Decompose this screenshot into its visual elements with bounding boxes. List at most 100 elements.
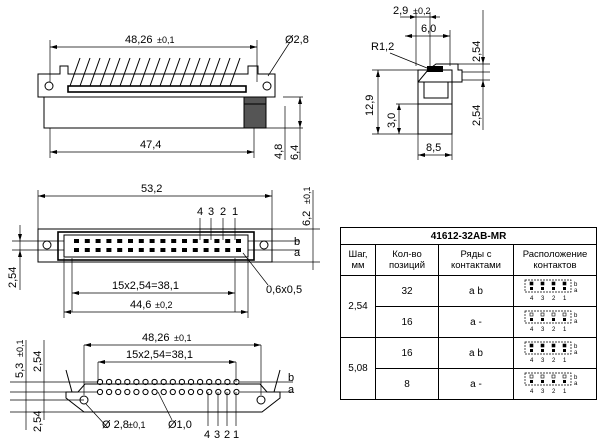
pcb-dim-254-a: 2,54: [32, 351, 44, 372]
pcb-dim-hole-tol: ±0,1: [128, 420, 145, 430]
pcb-hole-a: [96, 388, 104, 396]
side-dim-radius: R1,2: [371, 41, 394, 53]
pcb-dim-53-tol: ±0,1: [15, 340, 25, 357]
mini-pin-number: 4: [530, 358, 534, 364]
front-row-a: a: [294, 247, 301, 259]
side-dim-254-bottom: 2,54: [471, 105, 483, 126]
mini-pin-a: [541, 348, 544, 352]
mini-row-b: b: [574, 375, 578, 381]
table-cell-rows-2: a -: [438, 306, 514, 338]
mini-row-a: a: [574, 288, 578, 294]
front-dim-62: 6,2: [301, 211, 313, 226]
contact-pin-b: [128, 239, 133, 243]
pcb-hole-b: [224, 378, 231, 386]
pcb-pin-4: 4: [204, 429, 210, 440]
contact-pin-b: [84, 239, 90, 243]
contact-pin-b: [95, 239, 101, 243]
pcb-hole-b: [187, 378, 195, 386]
front-dim-254-left: 2,54: [7, 267, 19, 288]
mini-pin-b: [551, 343, 556, 347]
mini-pin-number: 1: [563, 389, 567, 395]
mini-pin-number: 1: [563, 296, 567, 302]
contact-pin-a: [192, 248, 198, 252]
mini-pin-a: [530, 348, 533, 352]
contact-pin-a: [236, 248, 241, 252]
table-header-layout: Расположение контактов: [513, 244, 597, 276]
mini-row-a: a: [574, 350, 578, 356]
pcb-hole-a: [160, 388, 167, 396]
pcb-hole-a: [233, 388, 240, 396]
pcb-row-b: b: [288, 372, 294, 384]
side-dim-top-tol: ±0,2: [413, 6, 430, 16]
mini-pin-b: [562, 281, 567, 285]
pcb-hole-b: [124, 378, 131, 386]
pcb-pin-2: 2: [224, 429, 230, 440]
mini-pin-number: 3: [541, 296, 545, 302]
pcb-hole-b: [151, 378, 158, 386]
mini-outline: [524, 310, 572, 323]
table-cell-count-4: 8: [375, 368, 439, 400]
table-cell-rows-4: a -: [438, 368, 514, 400]
pcb-hole-b: [133, 378, 140, 386]
mini-pin-b: [529, 281, 534, 285]
contact-pin-b: [192, 239, 198, 243]
front-dim-532: 53,2: [141, 183, 162, 195]
pcb-hole-b: [115, 378, 122, 386]
contact-pin-b: [171, 239, 177, 243]
mini-pin-b: [529, 312, 534, 316]
mini-pin-number: 2: [552, 327, 556, 333]
contact-pin-b: [236, 239, 241, 243]
pcb-pin-1: 1: [233, 429, 239, 440]
contact-pin-a: [149, 248, 155, 252]
mini-pin-a: [563, 379, 566, 383]
contact-pin-b: [160, 239, 166, 243]
side-dim-129: 12,9: [364, 95, 376, 116]
contact-pin-b: [214, 239, 220, 243]
contact-pin-a: [84, 248, 90, 252]
table-header-pitch: Шаг, мм: [340, 244, 376, 276]
contact-pin-a: [74, 248, 79, 252]
front-dim-pin: 0,6x0,5: [266, 284, 302, 296]
pcb-hole-a: [206, 388, 213, 396]
side-dim-6: 6,0: [421, 23, 436, 35]
contact-pin-a: [203, 248, 209, 252]
mini-pin-number: 1: [563, 358, 567, 364]
top-dim-width-tol: ±0,1: [157, 35, 174, 45]
mini-pin-number: 3: [541, 358, 545, 364]
mini-pin-number: 3: [541, 327, 545, 333]
pcb-hole-a: [151, 388, 158, 396]
pcb-hole-b: [233, 378, 240, 386]
pcb-row-a: a: [288, 384, 295, 396]
front-dim-62-tol: ±0,1: [302, 187, 312, 204]
top-dim-height-a: 4,8: [273, 144, 285, 159]
side-view: 2,9 ±0,2 6,0 R1,2 2,54 2,54 12,9: [364, 5, 490, 160]
front-pin-2: 2: [220, 206, 226, 218]
side-dim-254-top: 2,54: [471, 41, 483, 62]
contact-pin-b: [106, 239, 112, 243]
pcb-hole-b: [206, 378, 213, 386]
mini-pin-a: [552, 348, 555, 352]
mini-pin-b: [540, 343, 545, 347]
pcb-hole-a: [178, 388, 185, 396]
pcb-hole-b: [178, 378, 185, 386]
spec-table: 41612-32AB-MR Шаг, мм Кол-во позиций Ряд…: [340, 227, 597, 400]
pcb-hole-a: [169, 388, 176, 396]
front-view: 53,2 6,2 ±0,1 4 3 2 1 b a 2,54: [7, 183, 320, 318]
mini-pin-a: [563, 286, 566, 290]
table-cell-pitch-1: 2,54: [340, 275, 376, 338]
contact-pin-a: [106, 248, 112, 252]
table-cell-count-3: 16: [375, 337, 439, 369]
mini-pin-b: [529, 374, 534, 378]
mini-pin-a: [563, 317, 566, 321]
pcb-dim-53: 5,3: [14, 363, 26, 378]
mini-pin-a: [541, 286, 544, 290]
front-pin-3: 3: [208, 206, 214, 218]
pcb-hole-b: [197, 378, 204, 386]
side-dim-85: 8,5: [426, 142, 441, 154]
pcb-dim-254-b: 2,54: [32, 411, 44, 432]
